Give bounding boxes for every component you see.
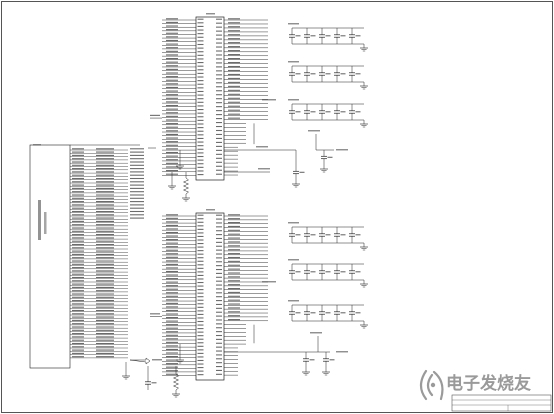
resistor <box>182 177 190 195</box>
ground-symbol <box>302 368 310 376</box>
capacitor <box>321 150 333 165</box>
capacitor <box>334 305 346 321</box>
title-block <box>451 394 552 412</box>
capacitor <box>289 264 301 280</box>
capacitor-bank <box>288 259 368 288</box>
watermark-logo: 电子发烧友 <box>419 369 531 401</box>
capacitor <box>319 264 331 280</box>
capacitor <box>304 66 316 82</box>
memory-chip-top <box>150 13 268 181</box>
electronic-enthusiast-logo-icon <box>419 369 444 401</box>
capacitor <box>319 104 331 120</box>
ground-symbol <box>168 182 176 190</box>
connector-outline <box>29 144 71 369</box>
capacitor <box>289 104 301 120</box>
ground-symbol <box>176 356 184 364</box>
capacitor <box>304 305 316 321</box>
capacitor <box>319 227 331 243</box>
capacitor <box>334 66 346 82</box>
watermark-text: 电子发烧友 <box>446 373 531 394</box>
ground-symbol <box>320 165 328 173</box>
capacitor <box>349 264 361 280</box>
ground-symbol <box>172 390 180 398</box>
capacitor <box>289 227 301 243</box>
capacitor-bank <box>288 222 368 251</box>
capacitor <box>334 28 346 44</box>
ground-symbol <box>360 44 368 52</box>
capacitor <box>334 104 346 120</box>
capacitor <box>349 28 361 44</box>
capacitor <box>289 28 301 44</box>
ground-symbol <box>322 368 330 376</box>
capacitor <box>303 352 315 368</box>
decoupling-capacitor-arrays <box>288 23 368 329</box>
capacitor <box>349 305 361 321</box>
capacitor <box>319 66 331 82</box>
left-connector <box>29 144 162 380</box>
capacitor <box>319 305 331 321</box>
capacitor <box>349 66 361 82</box>
ground-symbol <box>360 120 368 128</box>
ground-symbol <box>122 372 130 380</box>
misc-components <box>145 99 348 398</box>
capacitor-bank <box>288 61 368 90</box>
capacitor <box>289 305 301 321</box>
ground-symbol <box>360 243 368 251</box>
capacitor-bank <box>288 300 368 329</box>
ground-symbol <box>360 280 368 288</box>
capacitor <box>293 165 305 180</box>
capacitor-bank <box>288 23 368 52</box>
capacitor <box>289 66 301 82</box>
chip-body <box>195 212 225 381</box>
connector-part-label <box>38 200 41 240</box>
ground-symbol <box>360 321 368 329</box>
capacitor <box>304 264 316 280</box>
capacitor <box>304 104 316 120</box>
capacitor <box>323 352 335 368</box>
capacitor <box>304 227 316 243</box>
ground-symbol <box>176 162 184 170</box>
capacitor-bank <box>288 99 368 128</box>
capacitor <box>319 28 331 44</box>
ground-symbol <box>360 82 368 90</box>
capacitor <box>349 227 361 243</box>
ground-symbol <box>292 180 300 188</box>
connector-part-label <box>44 212 47 234</box>
capacitor <box>334 264 346 280</box>
memory-chip-bottom <box>150 209 268 381</box>
capacitor <box>145 376 157 390</box>
capacitor <box>334 227 346 243</box>
signal-arrow <box>129 357 151 365</box>
capacitor <box>349 104 361 120</box>
chip-body <box>195 16 225 181</box>
ground-symbol <box>182 194 190 202</box>
resistor <box>172 373 180 391</box>
capacitor <box>304 28 316 44</box>
